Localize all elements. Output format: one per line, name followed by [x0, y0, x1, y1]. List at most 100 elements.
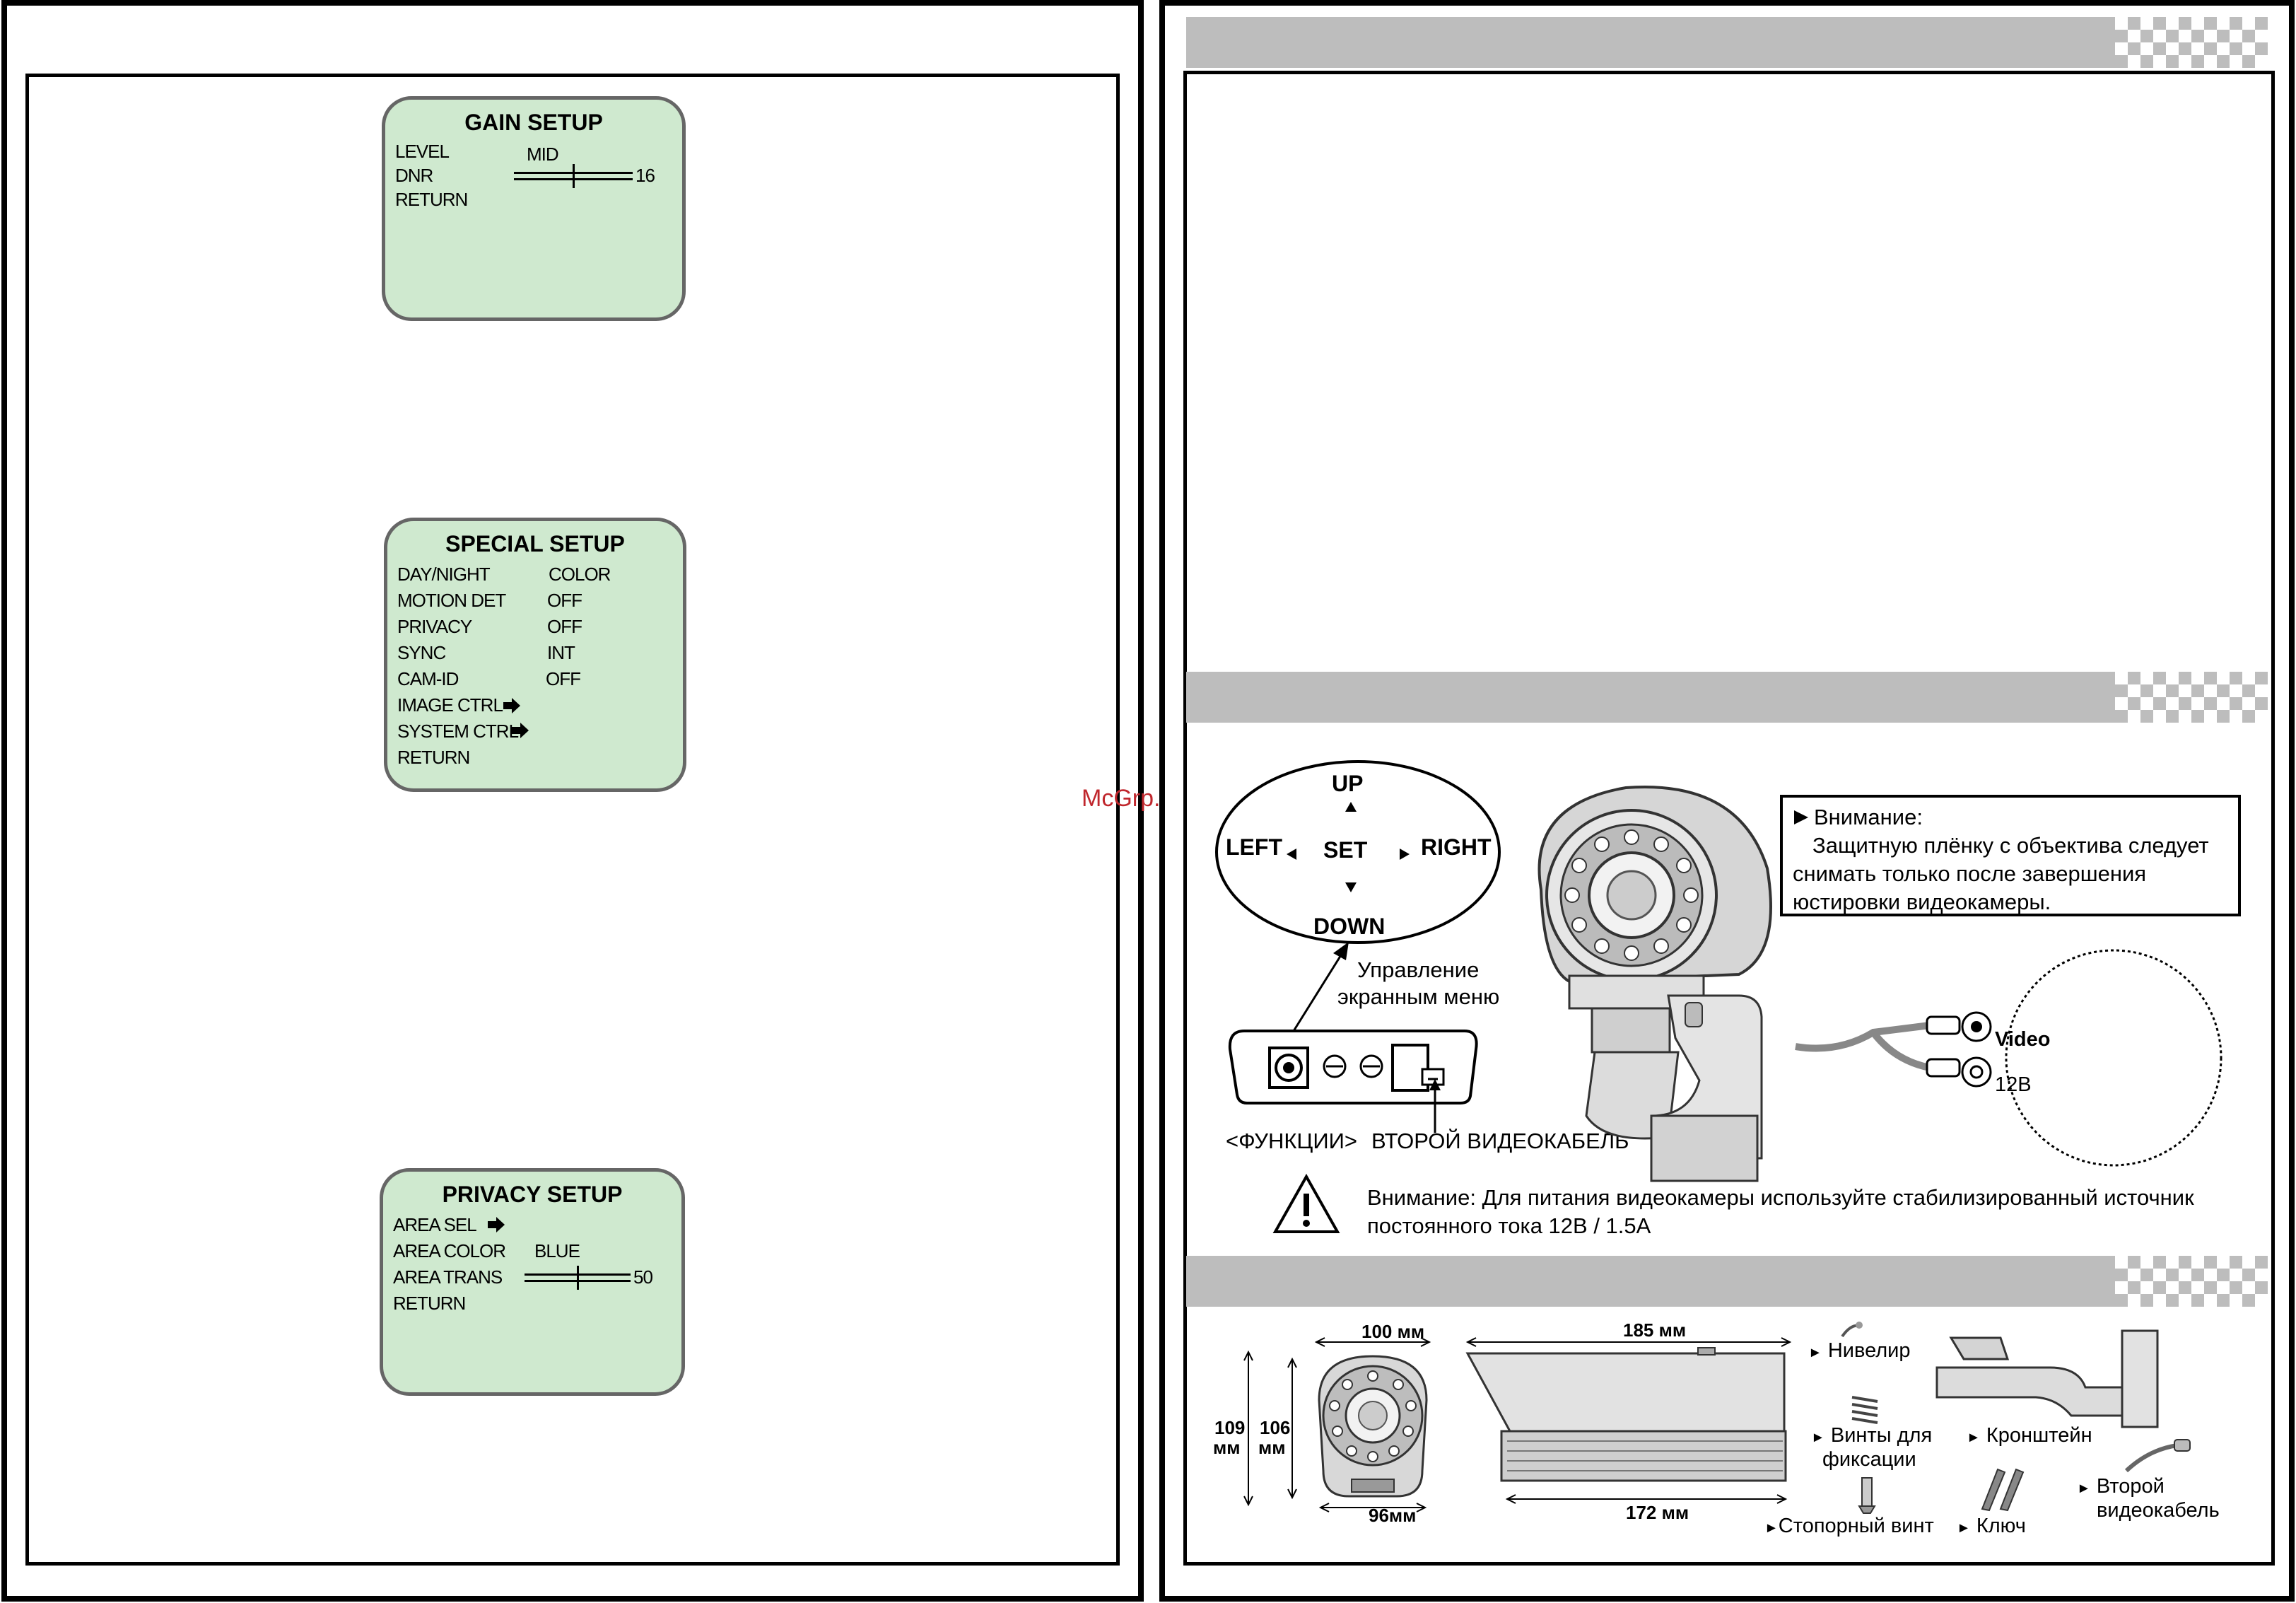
attention-line1: Защитную плёнку с объектива следует: [1812, 833, 2209, 858]
checker-cell: [2191, 684, 2204, 697]
power-warning-line1: Внимание: Для питания видеокамеры исполь…: [1367, 1185, 2194, 1210]
checker-cell: [2191, 672, 2204, 684]
privacy-setup-title: PRIVACY SETUP: [442, 1182, 623, 1207]
checker-pattern: [2115, 672, 2268, 723]
menu-value-dnr: 16: [636, 165, 655, 186]
submenu-arrow-icon: [488, 1217, 505, 1232]
checker-cell: [2204, 30, 2217, 42]
menu-item-area-trans[interactable]: AREA TRANS: [393, 1266, 503, 1288]
level-icon: [1841, 1322, 1863, 1338]
checker-cell: [2217, 42, 2230, 55]
menu-item-day-night[interactable]: DAY/NIGHT: [397, 564, 491, 585]
menu-item-level[interactable]: LEVEL: [395, 141, 450, 162]
checker-cell: [2166, 30, 2179, 42]
checker-cell: [2230, 710, 2242, 723]
checker-cell: [2153, 30, 2166, 42]
dnr-slider-knob[interactable]: [573, 164, 575, 188]
checker-cell: [2128, 672, 2140, 684]
checker-cell: [2166, 672, 2179, 684]
checker-cell: [2204, 55, 2217, 68]
checker-cell: [2140, 710, 2153, 723]
menu-item-motion-det[interactable]: MOTION DET: [397, 590, 506, 611]
menu-item-area-color[interactable]: AREA COLOR: [393, 1240, 506, 1261]
accessory-bracket-text: Кронштейн: [1986, 1424, 2092, 1447]
menu-item-privacy[interactable]: PRIVACY: [397, 616, 472, 637]
checker-cell: [2242, 1281, 2255, 1294]
outer-height-value: 109: [1214, 1417, 1246, 1438]
menu-item-return[interactable]: RETURN: [397, 747, 470, 768]
menu-item-return[interactable]: RETURN: [395, 189, 468, 210]
menu-item-area-sel[interactable]: AREA SEL: [393, 1214, 477, 1235]
menu-item-cam-id[interactable]: CAM-ID: [397, 668, 459, 689]
checker-cell: [2204, 17, 2217, 30]
section-header-bar: [1186, 1256, 2268, 1307]
camera-side-view: [1465, 1337, 1792, 1504]
checker-cell: [2230, 697, 2242, 710]
menu-item-dnr[interactable]: DNR: [395, 165, 433, 186]
checker-cell: [2115, 17, 2128, 30]
checker-cell: [2255, 697, 2268, 710]
attention-line3: юстировки видеокамеры.: [1793, 890, 2051, 914]
checker-cell: [2128, 697, 2140, 710]
attention-note: Внимание: Защитную плёнку с объектива сл…: [1780, 795, 2241, 916]
checker-cell: [2217, 697, 2230, 710]
inner-height-value: 106: [1260, 1417, 1291, 1438]
checker-cell: [2115, 697, 2128, 710]
checker-cell: [2140, 1294, 2153, 1307]
checker-cell: [2140, 672, 2153, 684]
menu-value-level: MID: [527, 144, 559, 165]
checker-cell: [2179, 1269, 2191, 1281]
checker-cell: [2242, 697, 2255, 710]
checker-cell: [2204, 1256, 2217, 1269]
checker-pattern: [2115, 1256, 2268, 1307]
checker-cell: [2255, 1256, 2268, 1269]
submenu-arrow-icon: [503, 698, 520, 713]
section-header-bar: [1186, 17, 2268, 68]
checker-cell: [2191, 1281, 2204, 1294]
checker-cell: [2115, 684, 2128, 697]
checker-cell: [2230, 17, 2242, 30]
dnr-slider[interactable]: [514, 164, 633, 188]
menu-value-cam-id: OFF: [546, 668, 581, 689]
checker-cell: [2153, 1281, 2166, 1294]
accessory-bracket-label: ► Кронштейн: [1967, 1424, 2092, 1447]
checker-cell: [2217, 30, 2230, 42]
checker-cell: [2230, 1294, 2242, 1307]
checker-cell: [2255, 1269, 2268, 1281]
checker-cell: [2115, 1269, 2128, 1281]
menu-item-system-ctrl[interactable]: SYSTEM CTRL: [397, 721, 519, 742]
accessory-screws-line1: Винты для: [1830, 1424, 1933, 1447]
attention-heading: Внимание:: [1814, 805, 1923, 829]
checker-cell: [2217, 55, 2230, 68]
checker-pattern: [2115, 17, 2268, 68]
checker-cell: [2166, 1269, 2179, 1281]
power-connector-label: 12В: [1995, 1073, 2032, 1096]
checker-cell: [2140, 42, 2153, 55]
checker-cell: [2179, 697, 2191, 710]
checker-cell: [2242, 1294, 2255, 1307]
menu-item-sync[interactable]: SYNC: [397, 642, 446, 663]
checker-cell: [2204, 1294, 2217, 1307]
checker-cell: [2140, 684, 2153, 697]
checker-cell: [2217, 1294, 2230, 1307]
checker-cell: [2128, 1256, 2140, 1269]
menu-item-return[interactable]: RETURN: [393, 1293, 466, 1314]
cable-pointer-arrow: [1429, 1079, 1441, 1133]
menu-value-area-color: BLUE: [534, 1240, 580, 1261]
body-length-top: 185 мм: [1623, 1319, 1687, 1341]
menu-item-image-ctrl[interactable]: IMAGE CTRL: [397, 694, 503, 716]
checker-cell: [2166, 42, 2179, 55]
checker-cell: [2153, 1256, 2166, 1269]
checker-cell: [2242, 710, 2255, 723]
gain-setup-menu: GAIN SETUP LEVEL MID DNR 16 RETURN: [382, 96, 686, 321]
checker-cell: [2179, 30, 2191, 42]
area-trans-slider[interactable]: [525, 1266, 631, 1290]
joystick-right-label: RIGHT: [1421, 834, 1492, 860]
osd-control-label-line2: экранным меню: [1337, 984, 1500, 1009]
body-length-bottom: 172 мм: [1626, 1502, 1689, 1523]
area-trans-slider-knob[interactable]: [577, 1266, 579, 1290]
checker-cell: [2115, 710, 2128, 723]
menu-value-day-night: COLOR: [549, 564, 611, 585]
privacy-setup-menu: PRIVACY SETUP AREA SEL AREA COLOR BLUE A…: [380, 1168, 685, 1396]
checker-cell: [2115, 55, 2128, 68]
